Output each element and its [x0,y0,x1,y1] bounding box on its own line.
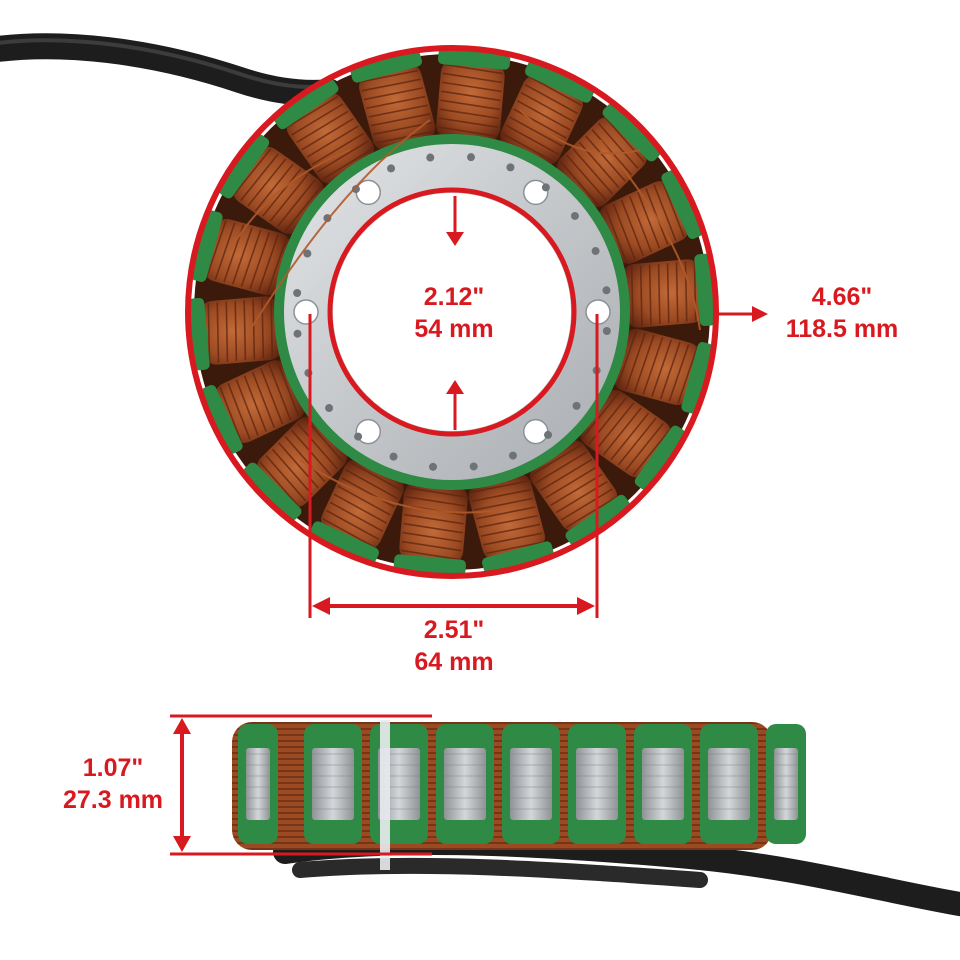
rivet-hole [354,432,363,441]
stator-pole [274,78,375,184]
bolt-hole [355,418,382,445]
stator-pole [580,389,686,490]
outer-diameter-outline [185,45,719,579]
stray-wire [519,109,641,155]
bolt-spacing-inches: 2.51" [423,616,485,644]
bolt-spacing-mm: 64 mm [414,648,494,676]
cable-tie [380,720,390,870]
outer-diameter-arrow [718,306,768,322]
rivet-hole [325,404,334,413]
side-coil [634,724,692,844]
bottom-cable-2 [292,857,708,888]
top-cable-highlight [0,38,328,89]
stray-wire [249,119,431,331]
stator-side-view [232,720,960,917]
rivet-hole [293,288,302,297]
rivet-hole [506,163,515,172]
side-coil [436,724,494,844]
stator-pole [218,134,324,235]
top-cable [0,33,343,106]
side-coil [370,724,428,844]
rivet-hole [426,153,435,162]
rivet-hole [293,329,302,338]
side-coil [700,724,758,844]
outer-diameter-label: 4.66" 118.5 mm [752,281,932,345]
stator-top-view [188,48,716,576]
height-mm: 27.3 mm [62,786,164,814]
side-coils [238,724,806,844]
stray-copper-wires [229,109,701,514]
rivet-hole [570,211,579,220]
stator-pole [556,103,661,208]
rivet-hole [541,183,550,192]
inner-diameter-inches: 2.12" [423,283,485,311]
stator-pole [613,328,714,414]
stator-pole [190,210,291,296]
bolt-hole [522,179,549,206]
height-inches: 1.07" [82,754,144,782]
inner-diameter-outline [327,187,577,437]
rivet-hole [591,247,600,256]
side-coil [568,724,626,844]
stator-pole [598,170,704,264]
bolt-hole [293,299,319,325]
bolt-spacing-dimension [308,314,599,618]
side-coil [502,724,560,844]
rivet-hole [303,249,312,258]
inner-diameter-arrows [446,196,464,430]
rivet-hole [389,452,398,461]
side-coil [766,724,806,844]
stator-pole [188,296,283,371]
rivet-hole [602,327,611,336]
rivet-hole [469,462,478,471]
outer-diameter-mm: 118.5 mm [785,315,899,343]
stator-pole [310,458,404,564]
bolt-hole [522,418,549,445]
stator-pole [529,440,630,546]
rivet-hole [428,462,437,471]
rivet-hole [508,451,517,460]
rivet-hole [544,430,553,439]
rivet-hole [323,214,332,223]
stator-pole [436,48,511,143]
rivet-hole [602,286,611,295]
height-label: 1.07" 27.3 mm [28,752,198,816]
bolt-spacing-label: 2.51" 64 mm [376,614,532,678]
rivet-hole [467,153,476,162]
side-coil [238,724,278,844]
outer-diameter-inches: 4.66" [811,283,873,311]
stator-pole [393,481,468,576]
stray-wire [229,149,351,251]
side-coil [304,724,362,844]
center-bore [333,193,571,431]
stray-wire [299,459,501,514]
inner-diameter-label: 2.12" 54 mm [376,281,532,345]
rivet-hole [351,185,360,194]
inner-diameter-mm: 54 mm [414,315,494,343]
stator-pole [468,473,554,574]
stray-wire [599,139,701,331]
rivet-hole [387,164,396,173]
stator-pole [200,360,306,454]
rivet-hole [572,401,581,410]
height-dimension [170,714,432,856]
stator-pole [621,253,716,328]
